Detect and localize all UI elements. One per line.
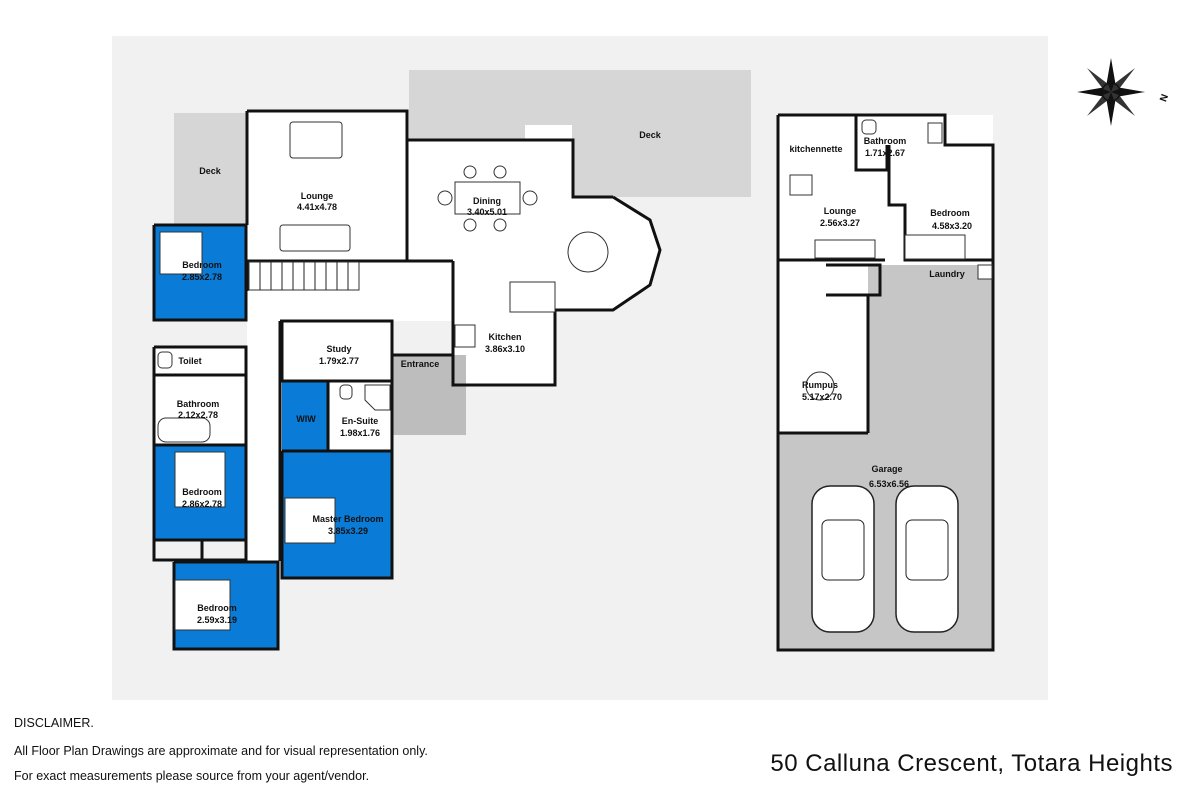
compass-icon — [1077, 58, 1145, 126]
walls-flat — [776, 113, 995, 652]
property-address: 50 Calluna Crescent, Totara Heights — [770, 750, 1173, 777]
bathroom-dims: 2.12x2.78 — [178, 410, 218, 420]
bedroom2-dims: 2.86x2.78 — [182, 499, 222, 509]
stairs-main — [248, 261, 360, 291]
furniture-main — [157, 121, 609, 631]
bedroom3-label: Bedroom — [197, 603, 237, 613]
bedroom1-dims: 2.85x2.78 — [182, 272, 222, 282]
garage-area — [868, 265, 994, 433]
garage-dims: 6.53x6.56 — [869, 479, 909, 489]
deck-top-label: Deck — [639, 130, 662, 140]
bathroom2-label: Bathroom — [864, 136, 907, 146]
bedroom4-dims: 4.58x3.20 — [932, 221, 972, 231]
kitchen-label: Kitchen — [488, 332, 521, 342]
kitchennette-label: kitchennette — [789, 144, 842, 154]
car-right — [895, 485, 959, 633]
master-bedroom-label: Master Bedroom — [312, 514, 383, 524]
bedroom3-dims: 2.59x3.19 — [197, 615, 237, 625]
dining-label: Dining — [473, 196, 501, 206]
furniture-flat — [789, 119, 993, 401]
disclaimer-heading: DISCLAIMER. — [14, 716, 94, 730]
disclaimer-line-1: All Floor Plan Drawings are approximate … — [14, 744, 428, 758]
study-label: Study — [326, 344, 351, 354]
entrance-label: Entrance — [401, 359, 440, 369]
lounge2-label: Lounge — [824, 206, 857, 216]
dining-dims: 3.40x5.01 — [467, 207, 507, 217]
ensuite-dims: 1.98x1.76 — [340, 428, 380, 438]
deck-left-area — [174, 113, 247, 225]
bedroom4-label: Bedroom — [930, 208, 970, 218]
deck-left-label: Deck — [199, 166, 222, 176]
toilet-label: Toilet — [178, 356, 201, 366]
master-bedroom-dims: 3.85x3.29 — [328, 526, 368, 536]
garage-label: Garage — [871, 464, 902, 474]
bedroom1-label: Bedroom — [182, 260, 222, 270]
ensuite-label: En-Suite — [342, 416, 379, 426]
disclaimer-line-2: For exact measurements please source fro… — [14, 769, 370, 783]
car-left — [811, 485, 875, 633]
kitchen-dims: 3.86x3.10 — [485, 344, 525, 354]
compass-label: N — [1158, 93, 1171, 104]
laundry-label: Laundry — [929, 269, 965, 279]
bathroom-label: Bathroom — [177, 399, 220, 409]
bedroom2-label: Bedroom — [182, 487, 222, 497]
rumpus-dims: 5.17x2.70 — [802, 392, 842, 402]
study-dims: 1.79x2.77 — [319, 356, 359, 366]
wiw-label: WIW — [296, 414, 316, 424]
rumpus-floor — [778, 295, 868, 433]
lounge-label: Lounge — [301, 191, 334, 201]
lounge2-dims: 2.56x3.27 — [820, 218, 860, 228]
walls-main — [152, 109, 662, 651]
lounge-dims: 4.41x4.78 — [297, 202, 337, 212]
rumpus-label: Rumpus — [802, 380, 838, 390]
bathroom2-dims: 1.71x2.67 — [865, 148, 905, 158]
